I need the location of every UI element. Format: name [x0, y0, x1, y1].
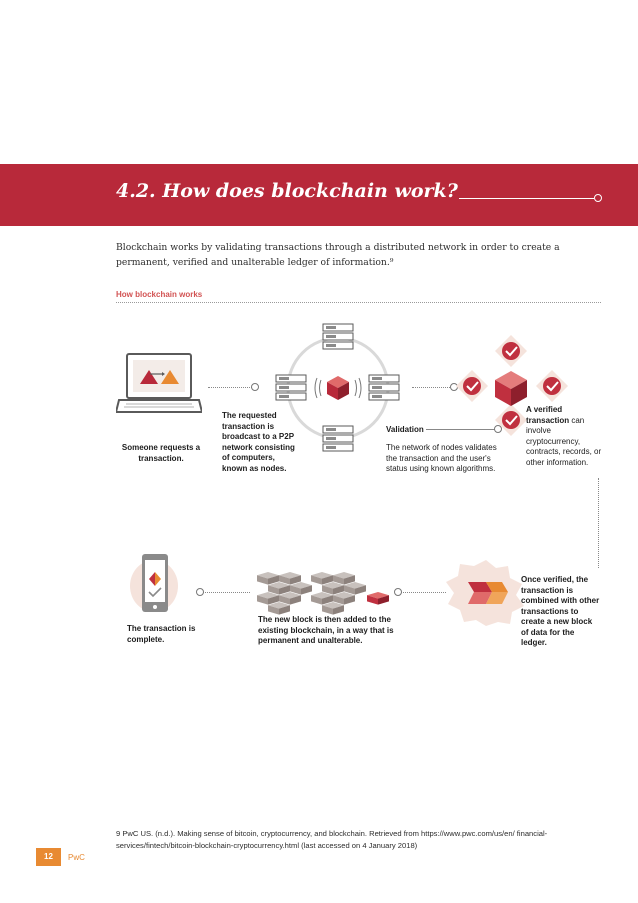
block-cube	[279, 591, 301, 605]
block-cube	[257, 571, 279, 585]
page-number: 12	[36, 848, 61, 866]
connector-dot	[251, 383, 259, 391]
block-cube	[268, 581, 290, 595]
new-block-cube	[367, 591, 389, 605]
laptop-icon	[114, 352, 204, 436]
connector-1	[208, 387, 254, 388]
cube-icon	[327, 376, 349, 400]
cube-icon	[495, 371, 527, 406]
server-icon	[322, 425, 354, 452]
smartphone-icon	[130, 552, 178, 616]
added-text: The new block is then added to the exist…	[258, 615, 394, 645]
banner-line	[459, 198, 594, 199]
banner-dot	[594, 194, 602, 202]
verified-bold: A verified transaction	[526, 405, 570, 425]
page-title: 4.2. How does blockchain work?	[116, 180, 458, 202]
combined-block-graphic	[446, 560, 526, 626]
connector-4	[200, 592, 250, 593]
connector-3	[396, 592, 446, 593]
block-cube	[268, 601, 290, 615]
title-banner	[0, 164, 638, 226]
step-broadcast-text: The requested transaction is broadcast t…	[222, 411, 295, 473]
block-cube	[311, 571, 333, 585]
block-cube	[322, 581, 344, 595]
combined-text: Once verified, the transaction is combin…	[521, 575, 600, 647]
intro-paragraph: Blockchain works by validating transacti…	[116, 242, 560, 268]
block-cube	[290, 581, 312, 595]
validation-dot	[494, 425, 502, 433]
server-icon	[368, 374, 400, 401]
block-cube	[333, 571, 355, 585]
complete-text: The transaction is complete.	[127, 624, 196, 644]
check-badge-icon	[536, 370, 568, 402]
verified-rest: can involve cryptocurrency, contracts, r…	[526, 415, 602, 467]
block-cube	[257, 591, 279, 605]
blocks-stack-icon	[252, 558, 398, 620]
connector-vertical	[598, 478, 599, 568]
check-badge-icon	[456, 370, 488, 402]
section-label: How blockchain works	[116, 290, 203, 299]
footnote: 9 PwC US. (n.d.). Making sense of bitcoi…	[116, 829, 548, 850]
block-cube	[322, 601, 344, 615]
connector-dot	[196, 588, 204, 596]
step-request-text: Someone requests a transaction.	[121, 443, 201, 463]
block-cube	[279, 571, 301, 585]
footer-brand: PwC	[68, 853, 85, 862]
connector-2	[412, 387, 458, 388]
validation-text: The network of nodes validates the trans…	[386, 443, 497, 473]
verified-transaction-graphic	[456, 332, 568, 438]
block-cube	[333, 591, 355, 605]
check-badge-icon	[495, 335, 527, 367]
block-cube	[311, 591, 333, 605]
check-badge-icon	[495, 404, 527, 436]
server-icon	[322, 323, 354, 350]
validation-title: Validation	[386, 425, 424, 434]
node-network	[268, 322, 406, 458]
server-icon	[275, 374, 307, 401]
validation-line	[426, 429, 496, 430]
section-divider	[116, 302, 601, 303]
connector-dot	[394, 588, 402, 596]
block-cube	[344, 581, 366, 595]
verified-text: A verified transaction can involve crypt…	[526, 405, 606, 468]
